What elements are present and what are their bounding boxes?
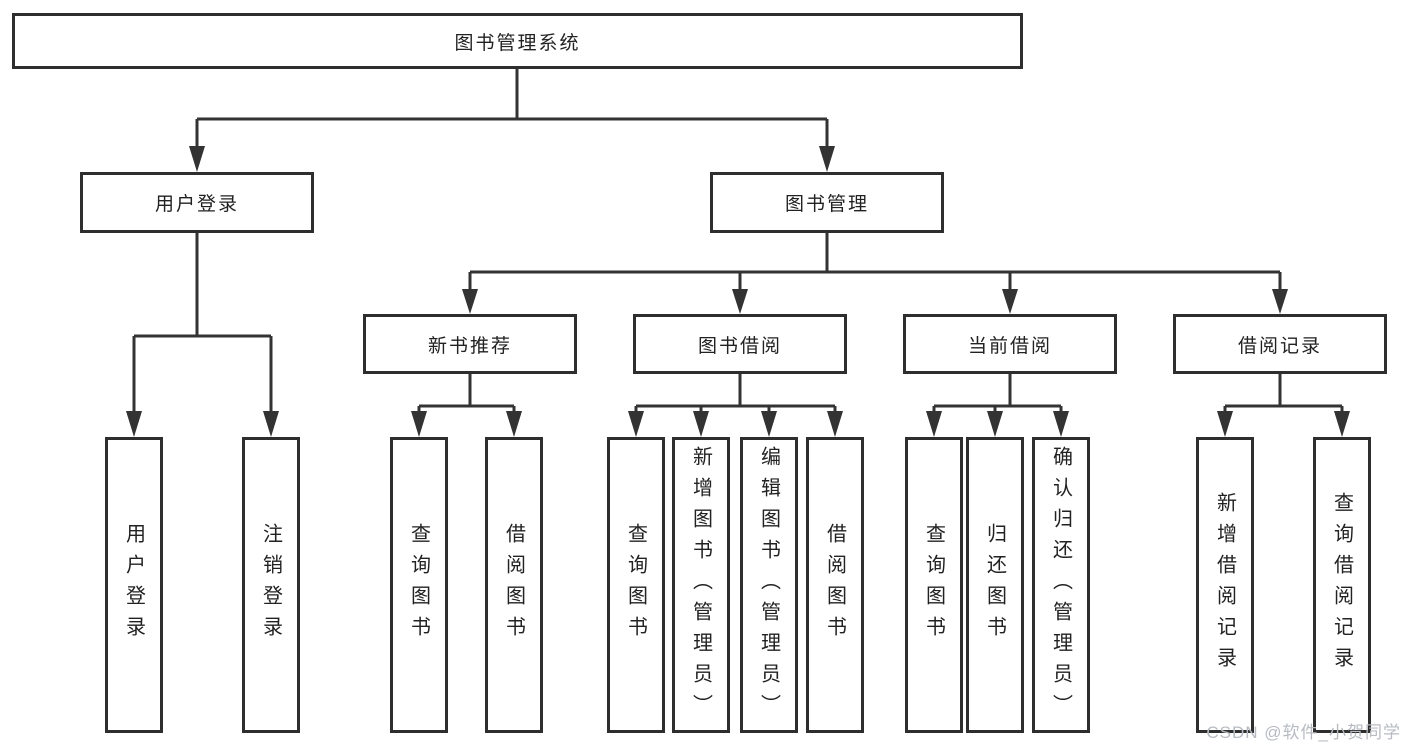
edge-new-book-split (417, 374, 516, 417)
arrow-down-icon (462, 289, 478, 314)
leaf-add-book-admin: 新增图书（管理员） (672, 437, 730, 733)
node-current-borrow: 当前借阅 (903, 314, 1117, 374)
arrow-down-icon (1334, 411, 1350, 437)
leaf-query-borrow-record: 查询借阅记录 (1313, 437, 1371, 733)
node-borrow-records: 借阅记录 (1173, 314, 1387, 374)
leaf-borrow-book-recommend: 借阅图书 (485, 437, 543, 733)
arrow-down-icon (628, 411, 644, 437)
leaf-borrow-book: 借阅图书 (806, 437, 864, 733)
edge-book-borrow-split (634, 374, 837, 417)
leaf-logout: 注销登录 (242, 437, 300, 733)
arrow-down-icon (263, 411, 279, 437)
edge-current-borrow-split (932, 374, 1063, 417)
node-book-management: 图书管理 (710, 172, 944, 233)
connector-lines (132, 69, 1344, 417)
arrow-down-icon (926, 411, 942, 437)
arrow-down-icon (189, 146, 205, 172)
edge-user-login-split (132, 233, 273, 417)
node-root: 图书管理系统 (12, 13, 1023, 69)
edge-root-split (195, 69, 829, 152)
arrow-down-icon (506, 411, 522, 437)
leaf-edit-book-admin: 编辑图书（管理员） (740, 437, 798, 733)
leaf-add-borrow-record: 新增借阅记录 (1196, 437, 1254, 733)
leaf-query-books-current: 查询图书 (905, 437, 963, 733)
leaf-query-books-recommend: 查询图书 (390, 437, 448, 733)
arrow-down-icon (126, 411, 142, 437)
edge-book-mgmt-split (468, 233, 1282, 293)
leaf-return-book: 归还图书 (966, 437, 1024, 733)
arrow-down-icon (411, 411, 427, 437)
arrow-down-icon (1053, 411, 1069, 437)
leaf-query-books-borrow: 查询图书 (607, 437, 665, 733)
leaf-confirm-return-admin: 确认归还（管理员） (1032, 437, 1090, 733)
arrow-down-icon (987, 411, 1003, 437)
node-user-login: 用户登录 (80, 172, 314, 233)
arrow-down-icon (1272, 289, 1288, 314)
csdn-watermark: CSDN @软件_小贺同学 (1206, 723, 1401, 742)
arrow-down-icon (1217, 411, 1233, 437)
node-book-borrow: 图书借阅 (633, 314, 847, 374)
arrow-down-icon (819, 146, 835, 172)
edge-borrow-records-split (1223, 374, 1344, 417)
arrow-down-icon (732, 289, 748, 314)
arrow-down-icon (761, 411, 777, 437)
arrow-down-icon (1002, 289, 1018, 314)
arrow-down-icon (827, 411, 843, 437)
node-new-book-recommend: 新书推荐 (363, 314, 577, 374)
arrowheads (126, 146, 1350, 437)
leaf-user-login: 用户登录 (105, 437, 163, 733)
arrow-down-icon (693, 411, 709, 437)
